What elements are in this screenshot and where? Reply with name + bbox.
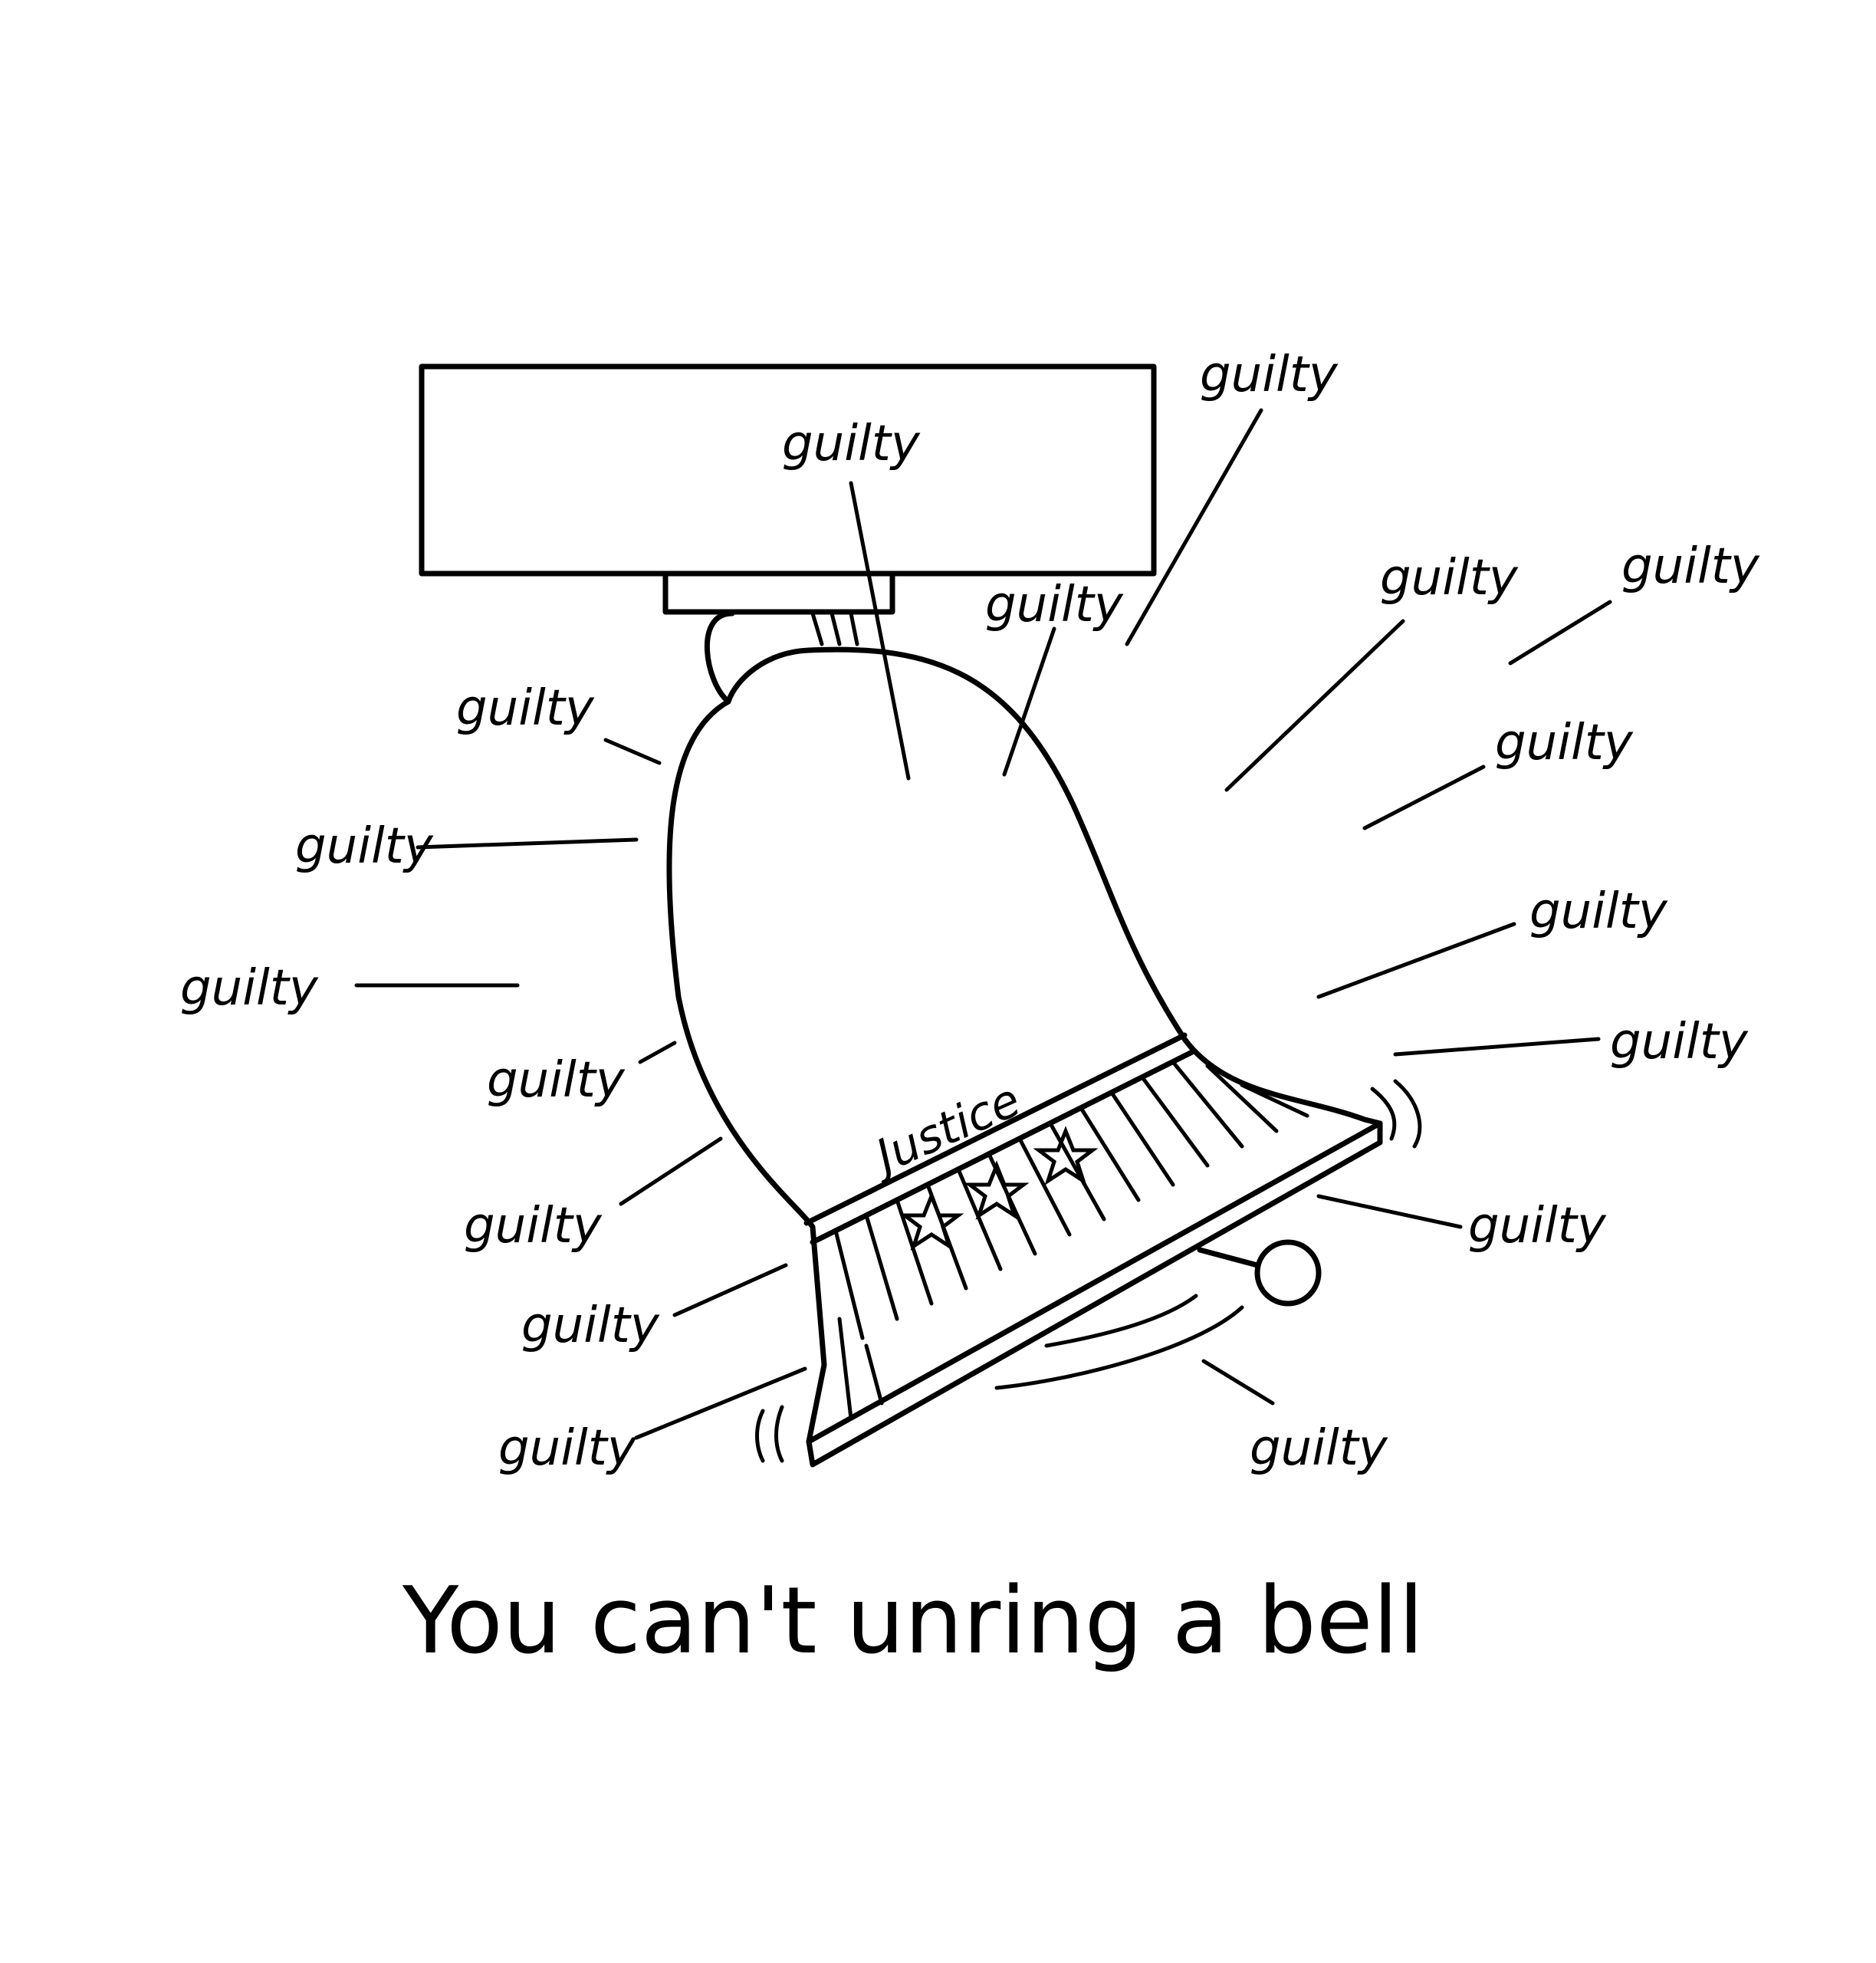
- bell-band-bottom: [810, 1049, 1195, 1245]
- vibration-marks: [1370, 1087, 1397, 1141]
- label-guilty: guilty: [1380, 550, 1519, 607]
- label-guilty: guilty: [487, 1052, 626, 1109]
- star-icon: [1033, 1126, 1099, 1185]
- star-icon: [899, 1191, 964, 1251]
- vibration-marks: [1393, 1079, 1422, 1149]
- label-guilty: guilty: [456, 680, 595, 737]
- bell-body: [666, 646, 1383, 1445]
- yoke-mount: [662, 570, 895, 615]
- label-guilty: guilty: [1529, 883, 1668, 940]
- clapper-arm: [1197, 1247, 1260, 1268]
- bell-inscription: Justice: [861, 1074, 1028, 1187]
- motion-lines: [994, 1305, 1244, 1390]
- label-guilty: guilty: [295, 818, 434, 875]
- label-guilty: guilty: [180, 960, 319, 1017]
- label-guilty: guilty: [498, 1420, 637, 1477]
- hanger-strap: [849, 611, 859, 646]
- label-guilty: guilty: [521, 1297, 660, 1354]
- vibration-marks: [755, 1409, 765, 1463]
- label-guilty: guilty: [464, 1198, 603, 1254]
- vibration-marks: [774, 1405, 784, 1463]
- label-guilty: guilty: [1610, 1014, 1749, 1070]
- hanger-strap: [810, 611, 824, 646]
- hanger-strap: [830, 611, 842, 646]
- label-guilty: guilty: [1250, 1420, 1388, 1477]
- motion-lines: [1044, 1294, 1198, 1348]
- hanger-loop: [705, 610, 735, 705]
- label-guilty: guilty: [1495, 715, 1634, 771]
- bell-band-top: [803, 1032, 1188, 1226]
- label-leaders: [354, 408, 1612, 1440]
- caption: You can't unring a bell: [402, 1568, 1424, 1675]
- bell-skirt-stripes: [833, 1060, 1309, 1421]
- label-guilty: guilty: [1200, 347, 1339, 403]
- label-guilty: guilty: [1621, 538, 1760, 595]
- label-guilty: guilty: [985, 577, 1124, 633]
- label-guilty: guilty: [1468, 1198, 1607, 1254]
- label-guilty: guilty: [782, 416, 921, 472]
- star-icon: [964, 1160, 1030, 1220]
- clapper-ball: [1254, 1239, 1322, 1307]
- bell-lip: [806, 1120, 1383, 1468]
